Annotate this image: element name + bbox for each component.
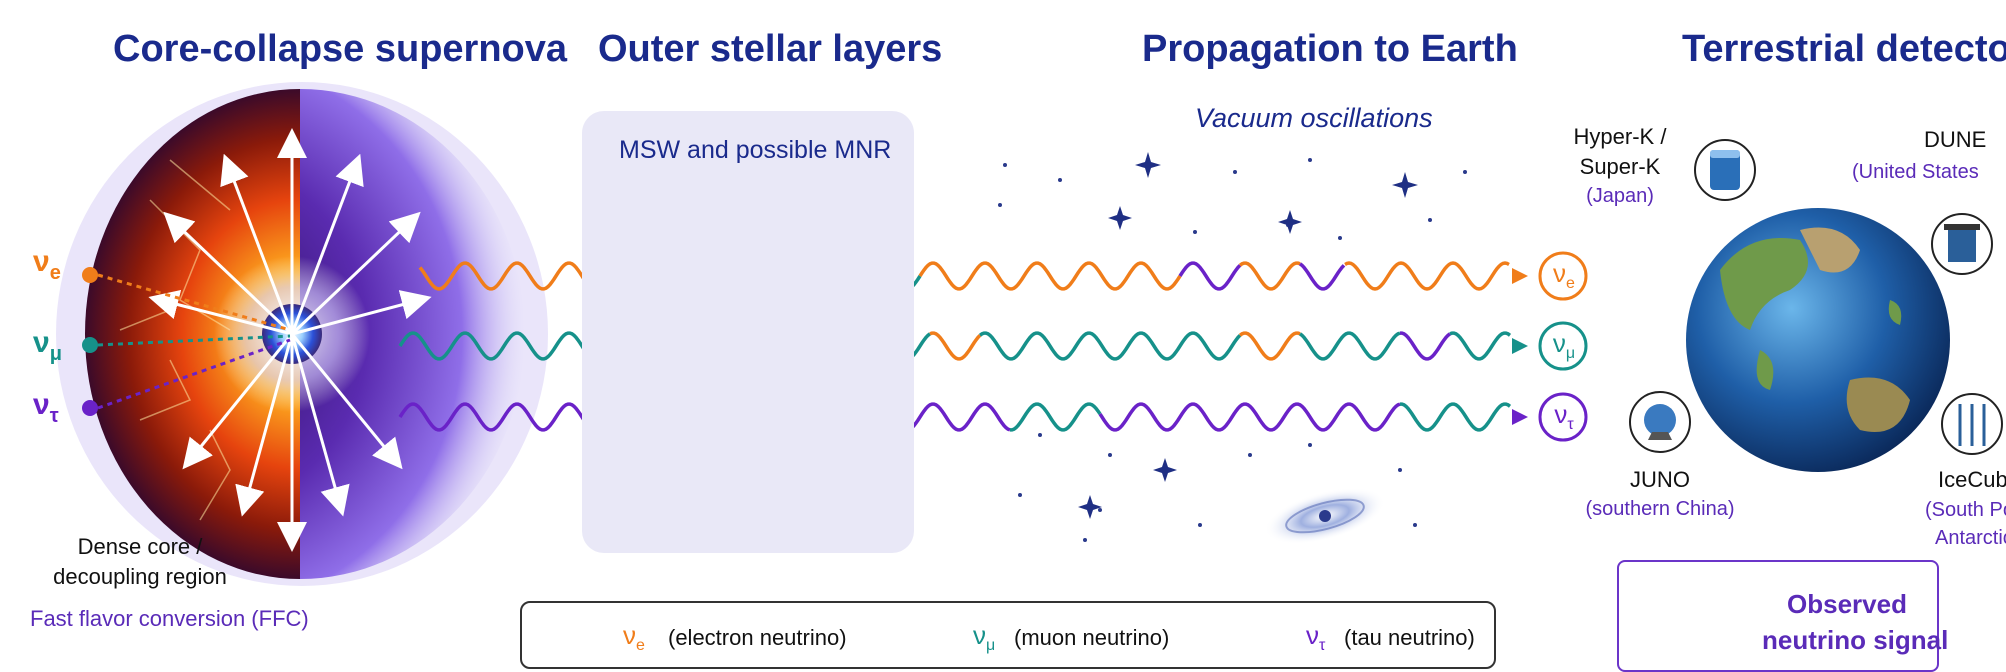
supernova-illustration — [56, 82, 548, 586]
sphere-detector-icon — [1629, 391, 1691, 453]
observed-signal-label: Observed neutrino signal — [1762, 589, 1949, 655]
label-nu-e: νe — [33, 245, 61, 284]
galaxy-icon — [1264, 487, 1386, 545]
end-label-nu-mu: νμ — [1552, 328, 1576, 362]
wave-nu-e-segment — [1178, 261, 1242, 291]
cryostat-detector-icon — [1931, 213, 1993, 275]
msw-label: MSW and possible MNR — [619, 136, 892, 164]
wave-nu-mu-segment — [1298, 331, 1401, 361]
end-label-nu-tau: ντ — [1554, 399, 1574, 433]
outflow-arrows — [148, 128, 432, 552]
observed-signal-box — [1617, 560, 1939, 672]
end-label-nu-e: νe — [1553, 258, 1575, 292]
msw-region-box — [582, 111, 914, 553]
wave-nu-e-segment — [1344, 261, 1510, 291]
wave-nu-mu-segment — [1449, 331, 1512, 361]
heading-detectors: Terrestrial detectors — [1682, 28, 2006, 70]
wave-nu-e-segment — [1238, 261, 1301, 291]
wave-nu-tau-segment — [1010, 402, 1102, 432]
juno-label: JUNO (southern China) — [1585, 467, 1735, 520]
wave-nu-mu-segment — [1400, 331, 1452, 361]
emitter-nu-tau — [82, 338, 291, 416]
earth-globe-icon — [1686, 208, 1950, 472]
tank-detector-icon — [1694, 139, 1756, 201]
heading-outer-layers: Outer stellar layers — [598, 28, 943, 70]
label-nu-mu: νμ — [33, 326, 62, 365]
dune-location: (United States — [1852, 161, 1979, 183]
wave-nu-tau-segment — [1098, 402, 1401, 432]
wave-nu-mu-segment — [978, 331, 1242, 361]
wave-nu-mu-segment — [929, 331, 982, 361]
wave-nu-tau-segment — [1400, 402, 1512, 432]
sparkle-stars — [1078, 152, 1418, 519]
legend-text-nu-tau: (tau neutrino) — [1344, 625, 1475, 650]
heading-propagation: Propagation to Earth — [1142, 28, 1518, 70]
heading-supernova: Core-collapse supernova — [113, 28, 568, 70]
dense-core-label: Dense core /decoupling region — [53, 534, 227, 589]
emitter-nu-e — [82, 267, 291, 332]
end-circle-nu-mu — [1538, 321, 1588, 371]
wave-nu-e-segment — [918, 261, 1182, 291]
string-detector-icon — [1941, 393, 2003, 455]
wave-nu-mu-segment — [1238, 331, 1301, 361]
icecube-label: IceCub — [1938, 467, 2006, 492]
dune-label: DUNE — [1924, 127, 1987, 152]
emitter-nu-mu — [82, 334, 291, 353]
arrowheads — [1512, 268, 1528, 425]
end-circle-nu-e — [1538, 251, 1588, 301]
wave-nu-e-segment — [1298, 262, 1346, 291]
legend-box — [520, 601, 1496, 669]
hyperk-label: Hyper-K /Super-K (Japan) — [1573, 124, 1667, 207]
legend-symbol-nu-mu: νμ — [973, 620, 996, 654]
label-nu-tau: ντ — [33, 388, 59, 427]
legend-symbol-nu-e: νe — [623, 620, 645, 654]
end-circle-nu-tau — [1538, 392, 1588, 442]
ffc-label: Fast flavor conversion (FFC) — [30, 606, 309, 631]
vacuum-label: Vacuum oscillations — [1195, 103, 1433, 133]
legend-symbol-nu-tau: ντ — [1306, 620, 1326, 654]
legend-text-nu-mu: (muon neutrino) — [1014, 625, 1170, 650]
legend-text-nu-e: (electron neutrino) — [668, 625, 847, 650]
